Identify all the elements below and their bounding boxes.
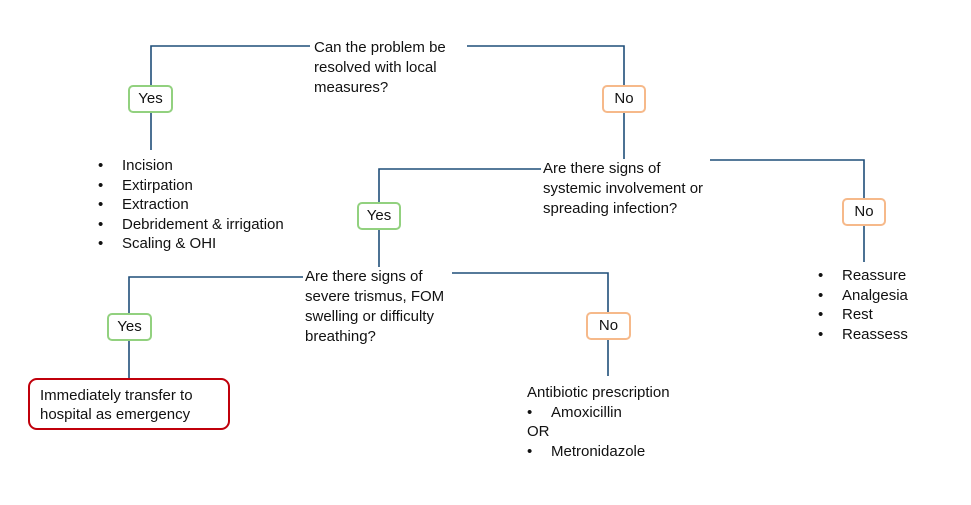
no-badge-airway: No bbox=[586, 312, 631, 340]
emergency-line: hospital as emergency bbox=[40, 406, 191, 423]
question-line: Are there signs of bbox=[305, 268, 423, 285]
local-measures-list: Incision Extirpation Extraction Debridem… bbox=[98, 156, 284, 254]
yes-badge-airway: Yes bbox=[107, 313, 152, 341]
question-line: measures? bbox=[314, 79, 389, 96]
question-line: spreading infection? bbox=[543, 200, 678, 217]
question-airway-signs: Are there signs of severe trismus, FOM s… bbox=[303, 267, 447, 347]
list-item: Extraction bbox=[98, 195, 284, 215]
question-line: resolved with local bbox=[314, 59, 437, 76]
list-item: Incision bbox=[98, 156, 284, 176]
list-item: Reassess bbox=[818, 325, 908, 345]
list-item: Reassure bbox=[818, 266, 908, 286]
no-badge-local: No bbox=[602, 85, 646, 113]
yes-badge-systemic: Yes bbox=[357, 202, 401, 230]
antibiotic-title: Antibiotic prescription bbox=[527, 384, 670, 401]
emergency-line: Immediately transfer to bbox=[40, 387, 193, 404]
reassure-list: Reassure Analgesia Rest Reassess bbox=[818, 266, 908, 344]
list-item: Extirpation bbox=[98, 176, 284, 196]
question-systemic-involvement: Are there signs of systemic involvement … bbox=[541, 159, 706, 219]
antibiotic-option: Amoxicillin bbox=[527, 403, 670, 423]
no-badge-systemic: No bbox=[842, 198, 886, 226]
list-item: Rest bbox=[818, 305, 908, 325]
question-line: Can the problem be bbox=[314, 39, 446, 56]
list-item: Analgesia bbox=[818, 286, 908, 306]
list-item: Debridement & irrigation bbox=[98, 215, 284, 235]
question-line: Are there signs of bbox=[543, 160, 661, 177]
antibiotic-prescription: Antibiotic prescription Amoxicillin OR M… bbox=[527, 383, 670, 461]
yes-badge-local: Yes bbox=[128, 85, 173, 113]
question-line: severe trismus, FOM bbox=[305, 288, 445, 305]
antibiotic-option: Metronidazole bbox=[527, 442, 670, 462]
question-line: swelling or difficulty bbox=[305, 308, 434, 325]
antibiotic-or: OR bbox=[527, 423, 550, 440]
question-line: breathing? bbox=[305, 328, 376, 345]
question-local-measures: Can the problem be resolved with local m… bbox=[312, 38, 448, 98]
question-line: systemic involvement or bbox=[543, 180, 704, 197]
emergency-transfer-box: Immediately transfer to hospital as emer… bbox=[28, 378, 230, 430]
list-item: Scaling & OHI bbox=[98, 234, 284, 254]
